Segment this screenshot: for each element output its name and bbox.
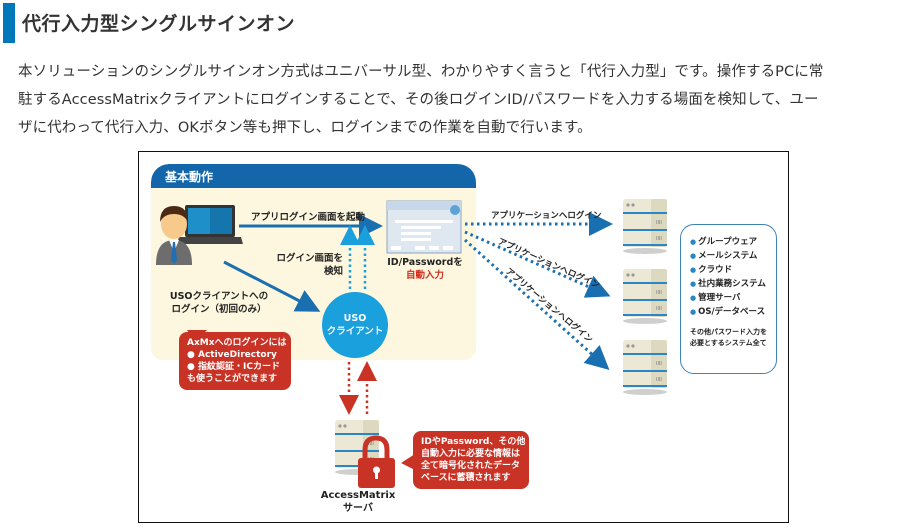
bubble-line: IDやPassword、その他: [421, 437, 526, 447]
target-systems-list: グループウェア メールシステム クラウド 社内業務システム 管理サーバ OS/デ…: [690, 235, 770, 319]
label-accessmatrix-server: AccessMatrix サーバ: [307, 489, 409, 515]
user-at-laptop-icon: [156, 205, 243, 265]
server-icon: [622, 268, 668, 325]
label-id-password: ID/Passwordを 自動入力: [379, 256, 471, 282]
heading-accent-bar: [3, 3, 15, 43]
section-heading: 代行入力型シングルサインオン: [0, 3, 906, 43]
label-uso-login: USOクライアントへの ログイン（初回のみ）: [163, 290, 275, 316]
bubble-line: ● 指紋認証・ICカード: [187, 362, 280, 372]
label-app-login-1: アプリケーションへログイン: [491, 211, 602, 221]
server-icon: [622, 339, 668, 396]
encryption-bubble: IDやPassword、その他 自動入力に必要な情報は 全て暗号化されたデータ …: [413, 431, 529, 489]
systems-note-line2: 必要とするシステム全て: [690, 339, 767, 347]
arrow-uso-login: [223, 260, 321, 312]
label-detect-login-line2: 検知: [323, 266, 343, 277]
server-icon: [622, 198, 668, 255]
description-line: 本ソリューションのシングルサインオン方式はユニバーサル型、わかりやすく言うと「代…: [18, 64, 824, 80]
login-dialog-screenshot: [386, 200, 462, 254]
system-item: OS/データベース: [690, 305, 770, 319]
page-title: 代行入力型シングルサインオン: [22, 13, 296, 35]
arrow-app-login-2: [464, 230, 611, 298]
system-item: 社内業務システム: [690, 277, 770, 291]
label-uso-login-line1: USOクライアントへの: [169, 291, 269, 302]
uso-client-label-line2: クライアント: [326, 326, 384, 337]
axmx-login-bubble: AxMxへのログインには ● ActiveDirectory ● 指紋認証・IC…: [179, 332, 291, 390]
uso-client-label-line1: USO: [343, 313, 367, 324]
label-auto-input: 自動入力: [405, 270, 444, 281]
label-launch-app-login: アプリログイン画面を起動: [251, 212, 366, 223]
bubble-line: 自動入力に必要な情報は: [421, 449, 521, 459]
basic-operation-panel: 基本動作: [151, 164, 476, 360]
bubble-line: ベースに蓄積されます: [421, 473, 511, 483]
system-item: グループウェア: [690, 235, 770, 249]
bubble-line: 全て暗号化されたデータ: [421, 461, 521, 471]
encrypt-bubble-pointer: [401, 454, 415, 470]
bubble-line: も使うことができます: [187, 374, 278, 384]
arrow-app-login-3: [463, 238, 610, 371]
system-item: 管理サーバ: [690, 291, 770, 305]
server-name-line2: サーバ: [343, 503, 373, 514]
sso-diagram: 基本動作 IIII IIII: [138, 151, 789, 523]
description-paragraph: 本ソリューションのシングルサインオン方式はユニバーサル型、わかりやすく言うと「代…: [18, 58, 906, 142]
bubble-line: ● ActiveDirectory: [187, 350, 277, 360]
description-line: ザに代わって代行入力、OKボタン等も押下し、ログインまでの作業を自動で行います。: [18, 120, 592, 136]
system-item: クラウド: [690, 263, 770, 277]
lock-icon: [358, 435, 395, 488]
label-id-password-line1: ID/Passwordを: [387, 257, 463, 268]
diagram-graphics: IIII IIII: [156, 198, 668, 488]
system-item: メールシステム: [690, 249, 770, 263]
label-detect-login-line1: ログイン画面を: [276, 253, 343, 264]
systems-note: その他パスワード入力を 必要とするシステム全て: [690, 327, 770, 349]
description-line: 駐するAccessMatrixクライアントにログインすることで、その後ログインI…: [18, 92, 819, 108]
label-detect-login: ログイン画面を 検知: [275, 252, 343, 278]
uso-client-circle: USO クライアント: [322, 292, 388, 358]
bubble-line: AxMxへのログインには: [187, 338, 287, 348]
server-name-line1: AccessMatrix: [320, 490, 396, 501]
panel-header: 基本動作: [151, 164, 476, 188]
label-uso-login-line2: ログイン（初回のみ）: [171, 304, 267, 315]
systems-note-line1: その他パスワード入力を: [690, 328, 767, 336]
panel-title: 基本動作: [165, 170, 214, 184]
target-systems-box: グループウェア メールシステム クラウド 社内業務システム 管理サーバ OS/デ…: [680, 224, 777, 374]
